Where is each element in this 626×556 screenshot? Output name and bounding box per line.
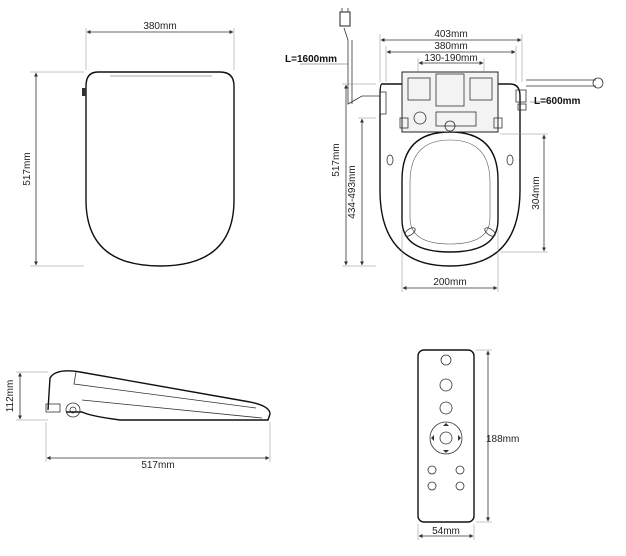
remote-control: 188mm 54mm: [417, 349, 519, 540]
bottom-view-seat-opening: [401, 131, 499, 253]
mount-range-label: 130-190mm: [424, 53, 477, 64]
bottom-width-label: 380mm: [434, 41, 467, 52]
remote-height-label: 188mm: [486, 434, 519, 445]
remote-body: [417, 349, 475, 523]
bottom-view-filter-knob: [413, 111, 427, 125]
top-view: 380mm 517mm: [22, 21, 235, 267]
side-length-label: 517mm: [141, 460, 174, 471]
remote-water-temp-icon: [455, 465, 465, 475]
bumper-right: [484, 227, 496, 237]
side-view-hinge-wheel: [65, 402, 81, 418]
mount-to-front-label: 434-493mm: [347, 165, 358, 218]
side-height-label: 112mm: [5, 380, 16, 413]
remote-stop-icon: [440, 354, 452, 366]
bottom-view: 403mm 380mm 130-190mm L=1600mm L=600mm 5…: [285, 8, 604, 292]
remote-rear-wash-icon: [439, 378, 453, 392]
side-view-outline: [47, 370, 271, 421]
bumper-left: [404, 227, 416, 237]
cable-length-label: L=600mm: [534, 96, 581, 107]
remote-dry-icon: [427, 481, 437, 491]
top-view-width-label: 380mm: [143, 21, 176, 32]
bottom-overall-width-label: 403mm: [434, 29, 467, 40]
opening-length-label: 304mm: [531, 176, 542, 209]
remote-width-label: 54mm: [432, 526, 460, 537]
remote-dpad-center: [439, 431, 453, 445]
remote-front-wash-icon: [439, 401, 453, 415]
bottom-length-label: 517mm: [331, 143, 342, 176]
top-view-hinge-knob: [82, 88, 86, 96]
remote-dpad: [429, 421, 463, 455]
bottom-view-mechanism-housing: [401, 71, 499, 133]
power-plug: [339, 11, 351, 27]
water-hose: [343, 27, 380, 105]
top-view-length-label: 517mm: [22, 152, 33, 185]
opening-width-label: 200mm: [433, 277, 466, 288]
remote-memory-icon: [455, 481, 465, 491]
hose-length-label: L=1600mm: [285, 54, 337, 65]
remote-seat-temp-icon: [427, 465, 437, 475]
top-view-seat-outline: [85, 71, 235, 267]
cable-connector: [592, 77, 604, 89]
side-view: 112mm 517mm: [5, 370, 271, 471]
